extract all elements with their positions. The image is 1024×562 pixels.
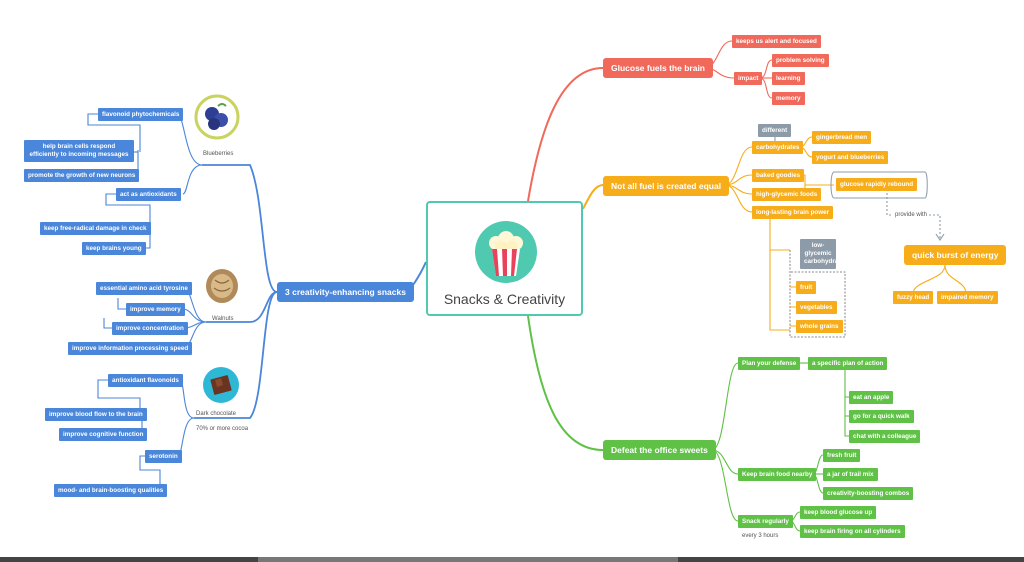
defeat-plan-sub[interactable]: a specific plan of action	[808, 357, 888, 370]
main-topic-snacks[interactable]: 3 creativity-enhancing snacks	[277, 282, 414, 302]
defeat-nearby-item-2[interactable]: a jar of trail mix	[823, 468, 878, 481]
glucose-impact-item-2[interactable]: learning	[772, 72, 805, 85]
fuel-carb-item-1[interactable]: gingerbread men	[812, 131, 872, 144]
glucose-impact[interactable]: impact	[734, 72, 763, 85]
blueberries-icon	[194, 94, 240, 140]
fuel-carb-item-2[interactable]: yogurt and blueberries	[812, 151, 889, 164]
fuel-long-lasting[interactable]: long-lasting brain power	[752, 206, 834, 219]
blueberries-label: Blueberries	[203, 151, 234, 157]
walnut-icon	[206, 269, 238, 303]
defeat-nearby-item-1[interactable]: fresh fruit	[823, 449, 861, 462]
main-topic-fuel[interactable]: Not all fuel is created equal	[603, 176, 730, 196]
defeat-regular-item-2[interactable]: keep brain firing on all cylinders	[800, 525, 905, 538]
chocolate-note: 70% or more cocoa	[196, 426, 249, 432]
blueberries-item-1[interactable]: flavonoid phytochemicals	[98, 108, 184, 121]
main-topic-defeat[interactable]: Defeat the office sweets	[603, 440, 716, 460]
popcorn-icon	[475, 221, 537, 283]
defeat-nearby[interactable]: Keep brain food nearby	[738, 468, 817, 481]
defeat-regular-note: every 3 hours	[742, 533, 779, 539]
fuel-provide-with-label: provide with	[893, 212, 930, 218]
fuel-different-note: different	[758, 124, 792, 137]
fuel-low-item-1[interactable]: fruit	[796, 281, 817, 294]
defeat-plan-item-2[interactable]: go for a quick walk	[849, 410, 914, 423]
blueberries-item-3[interactable]: promote the growth of new neurons	[24, 169, 140, 182]
fuel-low-glycemic-note: low-glycemic carbohydrates	[800, 239, 847, 269]
chocolate-item-3[interactable]: improve cognitive function	[59, 428, 148, 441]
bottom-scrollbar-thumb[interactable]	[258, 557, 678, 562]
fuel-glucose-rebound[interactable]: glucose rapidly rebound	[836, 178, 918, 191]
defeat-regular-item-1[interactable]: keep blood glucose up	[800, 506, 877, 519]
defeat-nearby-item-3[interactable]: creativity-boosting combos	[823, 487, 914, 500]
defeat-plan[interactable]: Plan your defense	[738, 357, 801, 370]
glucose-impact-item-3[interactable]: memory	[772, 92, 805, 105]
main-topic-glucose[interactable]: Glucose fuels the brain	[603, 58, 713, 78]
chocolate-item-4[interactable]: serotonin	[145, 450, 182, 463]
chocolate-item-2[interactable]: improve blood flow to the brain	[45, 408, 147, 421]
central-topic[interactable]: Snacks & Creativity	[426, 201, 583, 316]
fuel-burst-item-2[interactable]: impaired memory	[937, 291, 998, 304]
fuel-baked-goodies[interactable]: baked goodies	[752, 169, 805, 182]
chocolate-icon	[203, 367, 239, 403]
blueberries-item-4[interactable]: act as antioxidants	[116, 188, 181, 201]
walnuts-item-1[interactable]: essential amino acid tyrosine	[96, 282, 192, 295]
blueberries-item-5[interactable]: keep free-radical damage in check	[40, 222, 151, 235]
glucose-impact-item-1[interactable]: problem solving	[772, 54, 829, 67]
walnuts-item-2[interactable]: improve memory	[126, 303, 185, 316]
central-topic-title: Snacks & Creativity	[443, 291, 566, 307]
defeat-plan-item-3[interactable]: chat with a colleague	[849, 430, 921, 443]
fuel-carbohydrates[interactable]: carbohydrates	[752, 141, 804, 154]
fuel-high-glycemic[interactable]: high-glycemic foods	[752, 188, 822, 201]
defeat-regular[interactable]: Snack regularly	[738, 515, 793, 528]
fuel-low-item-3[interactable]: whole grains	[796, 320, 843, 333]
glucose-alert[interactable]: keeps us alert and focused	[732, 35, 821, 48]
fuel-burst-item-1[interactable]: fuzzy head	[893, 291, 934, 304]
defeat-plan-item-1[interactable]: eat an apple	[849, 391, 894, 404]
fuel-quick-burst[interactable]: quick burst of energy	[904, 245, 1007, 265]
walnuts-item-3[interactable]: improve concentration	[112, 322, 188, 335]
chocolate-label: Dark chocolate	[196, 411, 237, 417]
chocolate-item-5[interactable]: mood- and brain-boosting qualities	[54, 484, 168, 497]
fuel-low-item-2[interactable]: vegetables	[796, 301, 837, 314]
blueberries-item-6[interactable]: keep brains young	[82, 242, 146, 255]
walnuts-label: Walnuts	[212, 316, 234, 322]
blueberries-item-2[interactable]: help brain cells respond efficiently to …	[24, 140, 134, 162]
chocolate-item-1[interactable]: antioxidant flavonoids	[108, 374, 183, 387]
walnuts-item-4[interactable]: improve information processing speed	[68, 342, 193, 355]
